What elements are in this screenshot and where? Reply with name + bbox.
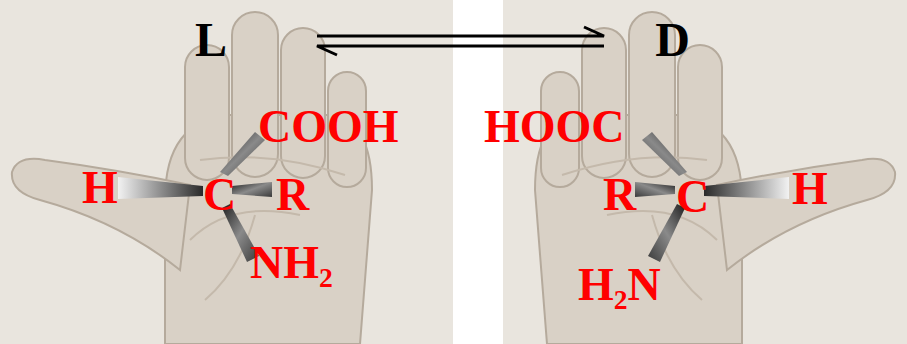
photo-background — [0, 0, 453, 344]
atom-label: H — [792, 166, 828, 212]
atom-label: C — [203, 172, 236, 218]
photo-background — [503, 0, 907, 344]
atom-label: R — [603, 172, 636, 218]
configuration-box: D — [604, 16, 690, 66]
half-arrow — [317, 27, 604, 36]
configuration-box: L — [195, 16, 317, 66]
configuration-label: L — [195, 16, 227, 64]
atom-label: HOOC — [484, 104, 625, 150]
hand-panel: HOOCRCHH₂ND — [503, 0, 907, 344]
atom-label: COOH — [258, 104, 399, 150]
right-hand — [12, 12, 372, 344]
half-arrow — [317, 46, 604, 55]
atom-label: H — [82, 165, 118, 211]
equilibrium-arrow — [317, 27, 604, 55]
configuration-label: D — [655, 16, 690, 64]
hand-panel: COOH H CR NH₂ L — [0, 0, 453, 344]
atom-label: C — [676, 174, 709, 220]
atom-label: H₂N — [578, 262, 661, 308]
atom-label: R — [276, 172, 309, 218]
atom-label: NH₂ — [250, 240, 333, 286]
left-hand — [535, 12, 895, 344]
